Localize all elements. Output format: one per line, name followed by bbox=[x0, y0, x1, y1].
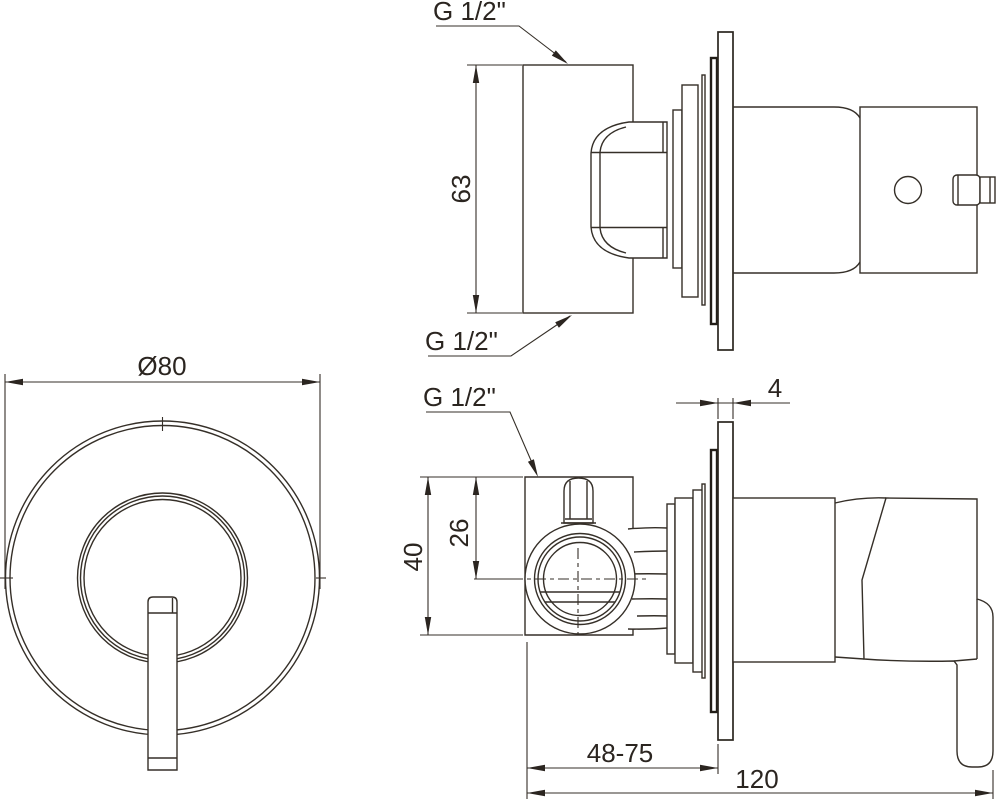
handle-lever-front bbox=[147, 596, 178, 771]
valve-body-section bbox=[524, 476, 634, 636]
top-port-stub bbox=[563, 477, 594, 524]
handle-pin-hole bbox=[893, 175, 923, 205]
escutcheon-layer bbox=[701, 74, 706, 306]
port-centerlines bbox=[512, 548, 648, 634]
retaining-ring-a-section bbox=[666, 503, 676, 655]
escutcheon-cover-edge-section bbox=[709, 448, 719, 714]
dim-63-text: 63 bbox=[446, 175, 476, 204]
handle-base-cylinder-section bbox=[732, 497, 836, 663]
thread-label-side: G 1/2" bbox=[423, 382, 496, 412]
dimension-48-75: 48-75 bbox=[526, 642, 719, 799]
escutcheon-layer-section bbox=[701, 483, 706, 679]
leader-g12-bottom: G 1/2" bbox=[425, 315, 572, 357]
cartridge-nut-facets bbox=[591, 122, 667, 258]
dim-80-text: Ø80 bbox=[137, 351, 186, 381]
outlet-bore-chords bbox=[540, 591, 620, 603]
front-view bbox=[0, 417, 326, 771]
dimension-4: 4 bbox=[676, 373, 790, 419]
wall-clip bbox=[952, 174, 996, 206]
thread-label-bottom: G 1/2" bbox=[425, 326, 498, 356]
outlet-boss-ring-outer bbox=[533, 532, 627, 626]
wall-plate-section bbox=[717, 421, 734, 741]
side-view-top bbox=[522, 31, 996, 351]
side-view-section bbox=[512, 421, 994, 768]
retaining-ring-a bbox=[672, 109, 683, 269]
wall-plate-top bbox=[717, 31, 734, 351]
dimension-26: 26 bbox=[444, 477, 516, 580]
dimension-120: 120 bbox=[527, 764, 994, 799]
leader-g12-side: G 1/2" bbox=[423, 382, 538, 477]
top-port-stub-lines bbox=[561, 481, 596, 524]
dimension-63: 63 bbox=[446, 64, 522, 314]
dim-26-text: 26 bbox=[444, 519, 474, 548]
cylinder-to-handle-curves bbox=[834, 497, 887, 660]
dim-120-text: 120 bbox=[735, 764, 778, 794]
leader-g12-top: G 1/2" bbox=[433, 0, 568, 64]
handle-side-interior-lines bbox=[953, 599, 978, 662]
handle-lever-front-lines bbox=[148, 598, 177, 759]
escutcheon-cover-edge bbox=[709, 56, 719, 326]
cartridge-nut bbox=[590, 121, 668, 259]
dimension-40: 40 bbox=[398, 476, 523, 636]
dim-4-text: 4 bbox=[768, 373, 782, 403]
clip-tab bbox=[979, 176, 996, 204]
retaining-ring-b-section bbox=[674, 497, 694, 664]
handle-side-silhouette bbox=[861, 497, 994, 768]
dimension-80: Ø80 bbox=[4, 351, 321, 589]
handle-base-cylinder bbox=[733, 106, 861, 274]
center-tick-marks bbox=[0, 417, 326, 579]
clip-body bbox=[952, 174, 981, 206]
retaining-ring-b bbox=[681, 84, 699, 298]
dim-40-text: 40 bbox=[398, 543, 428, 572]
dim-48-75-text: 48-75 bbox=[587, 738, 654, 768]
thread-label-top: G 1/2" bbox=[433, 0, 506, 26]
